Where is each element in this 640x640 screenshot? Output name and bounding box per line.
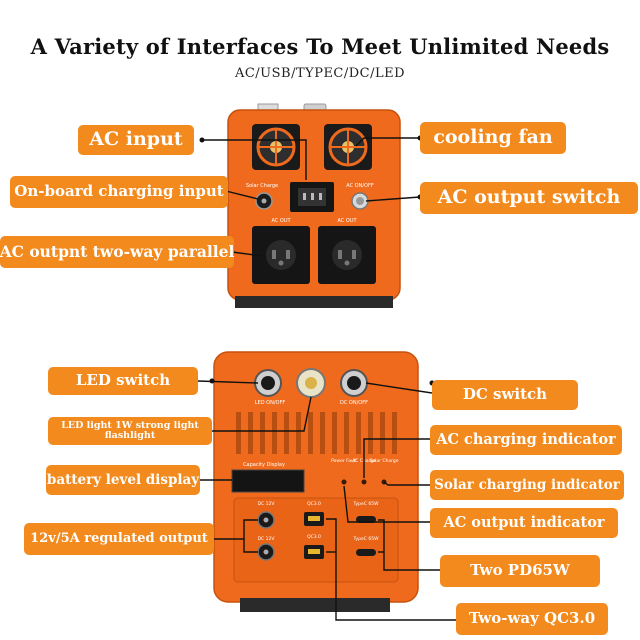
typec-port-2	[356, 549, 376, 556]
solar-charge-text: Solar Charge	[246, 183, 278, 189]
power-fault-text: Power Fault	[331, 458, 357, 464]
ac-output-switch-button	[351, 192, 369, 210]
page-subtitle: AC/USB/TYPEC/DC/LED	[234, 66, 406, 81]
label-led-switch: LED switch	[48, 367, 198, 395]
solar-charge-port	[255, 192, 273, 210]
label-ac-output-switch: AC output switch	[420, 182, 638, 214]
label-ac-output-indicator: AC output indicator	[430, 508, 618, 538]
page-title: A Variety of Interfaces To Meet Unlimite…	[30, 34, 610, 59]
battery-lcd	[231, 469, 305, 493]
label-ac-charging-indicator: AC charging indicator	[430, 425, 622, 455]
vent-grille	[236, 412, 397, 454]
ac-outlet-left	[252, 226, 310, 284]
label-two-way-qc: Two-way QC3.0	[456, 603, 608, 635]
usb-qc-port-1	[304, 512, 324, 526]
usb-text-1: QC3.0	[307, 501, 321, 507]
dc-12v-text-1: DC 12V	[258, 501, 276, 507]
dc-output-port-1	[257, 511, 275, 529]
label-battery-level-display: battery level display	[46, 465, 200, 495]
ac-input-socket	[290, 182, 334, 212]
label-solar-charging-indicator: Solar charging indicator	[430, 470, 624, 500]
led-on-off-text: LED ON/OFF	[255, 400, 286, 406]
label-regulated-output: 12v/5A regulated output	[24, 523, 214, 555]
led-flashlight	[296, 368, 326, 398]
solar-charge-led-text: Solar Charge	[369, 458, 398, 464]
label-dc-switch: DC switch	[432, 380, 578, 410]
dc-output-port-2	[257, 543, 275, 561]
cooling-fan-right	[324, 124, 372, 170]
ac-out-text-1: AC OUT	[271, 218, 291, 224]
callout-lines	[197, 137, 458, 621]
ac-output-indicator-led	[341, 479, 347, 485]
dc-12v-text-2: DC 12V	[258, 536, 276, 542]
ac-outlet-right	[318, 226, 376, 284]
capacity-display-text: Capacity Display	[243, 462, 285, 468]
typec-text-1: TypeC 65W	[352, 501, 379, 507]
typec-text-2: TypeC 65W	[352, 536, 379, 542]
label-cooling-fan: cooling fan	[420, 122, 566, 154]
front-panel-device: LED ON/OFF DC ON/OFF Capacity Display Po…	[213, 351, 419, 612]
label-led-light: LED light 1W strong light flashlight	[48, 417, 212, 445]
ac-on-off-text: AC ON/OFF	[346, 183, 374, 189]
ac-out-text-2: AC OUT	[337, 218, 357, 224]
label-two-pd65w: Two PD65W	[440, 555, 600, 587]
label-ac-input: AC input	[78, 125, 194, 155]
typec-port-1	[356, 516, 376, 523]
usb-qc-port-2	[304, 545, 324, 559]
dc-on-off-text: DC ON/OFF	[340, 400, 368, 406]
dc-switch-button	[340, 369, 368, 397]
usb-text-2: QC3.0	[307, 534, 321, 540]
ac-charging-indicator-led	[361, 479, 367, 485]
cooling-fan-left	[252, 124, 300, 170]
label-ac-output-parallel: AC outpnt two-way parallel	[0, 236, 234, 268]
led-switch-button	[254, 369, 282, 397]
back-panel-device: Solar Charge AC ON/OFF AC OUT AC OUT	[227, 103, 401, 308]
label-onboard-charging-input: On-board charging input	[10, 176, 228, 208]
